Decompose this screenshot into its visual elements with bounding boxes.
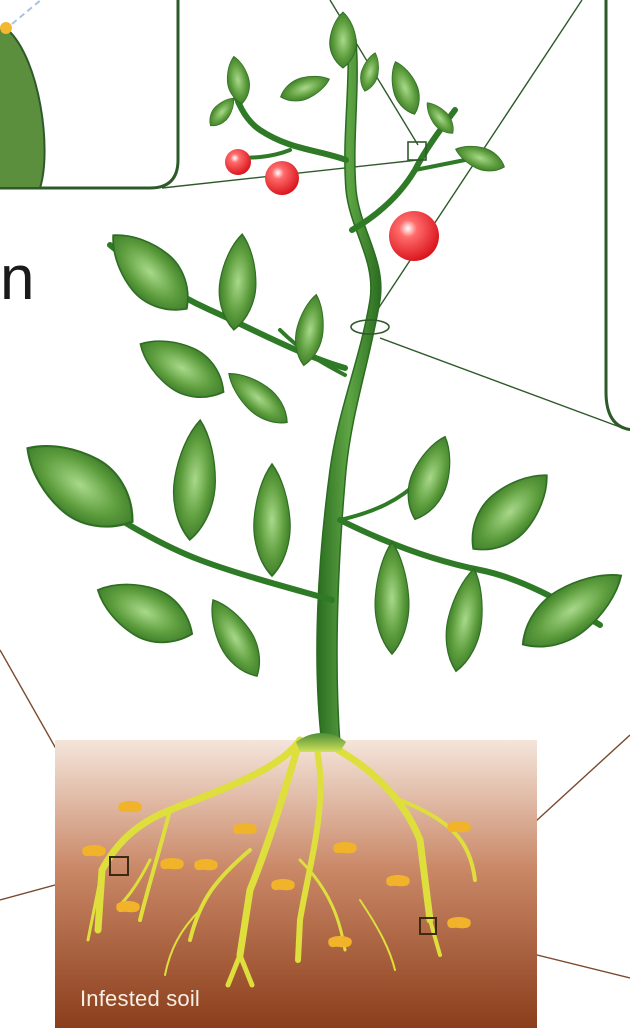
cropped-heading-fragment: n bbox=[0, 248, 34, 310]
inset-box-top-right bbox=[606, 0, 630, 430]
soil-label: Infested soil bbox=[80, 986, 200, 1012]
inset-box-top-left bbox=[0, 0, 178, 188]
main-stem bbox=[317, 40, 381, 745]
infested-soil bbox=[55, 740, 537, 1028]
tomato-fruits bbox=[225, 149, 439, 261]
